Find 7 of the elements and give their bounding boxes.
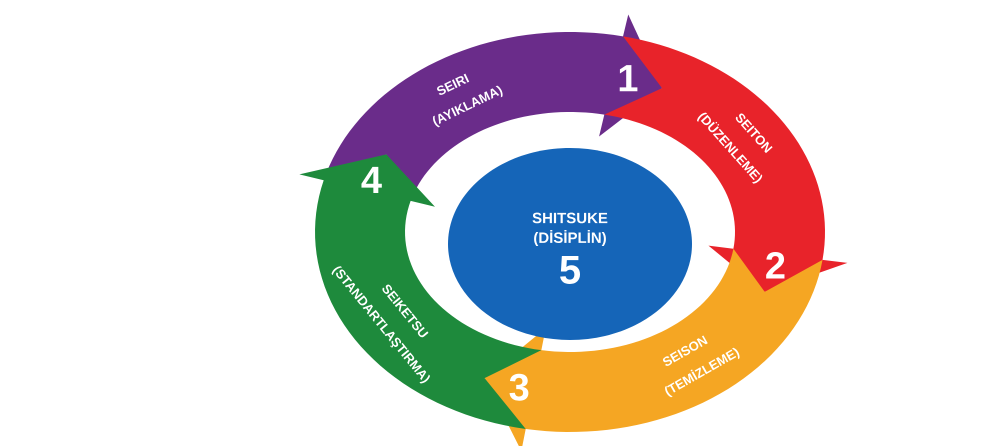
step-number: 3 <box>510 374 528 401</box>
step-number: 1 <box>620 65 638 92</box>
circle-number: 5 <box>560 256 580 284</box>
circle-subtitle: (DİSİPLİN) <box>534 230 606 246</box>
step-number: 2 <box>766 252 784 279</box>
circle-title: SHITSUKE <box>532 212 608 224</box>
step-number: 4 <box>361 166 382 193</box>
